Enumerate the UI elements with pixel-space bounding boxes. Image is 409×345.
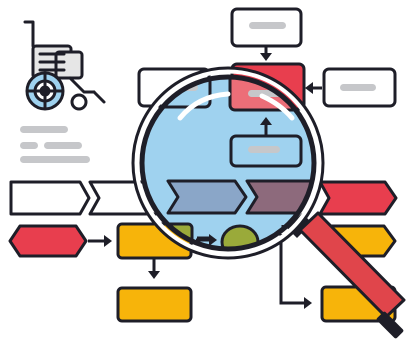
magnifying-glass-icon bbox=[131, 66, 325, 260]
arrow-left-1 bbox=[305, 82, 322, 94]
arrow-down-2 bbox=[148, 258, 160, 279]
arrow-right-1 bbox=[88, 235, 112, 247]
red-chevron bbox=[318, 180, 398, 216]
red-hexagon bbox=[8, 224, 88, 258]
yellow-box-bottom bbox=[116, 286, 193, 323]
right-white-box bbox=[322, 67, 397, 108]
text-placeholder-lines bbox=[20, 126, 90, 163]
wheelchair-icon bbox=[23, 20, 106, 111]
arrow-down-1 bbox=[260, 46, 272, 61]
elbow-connector bbox=[279, 234, 312, 309]
top-white-box bbox=[230, 7, 303, 48]
